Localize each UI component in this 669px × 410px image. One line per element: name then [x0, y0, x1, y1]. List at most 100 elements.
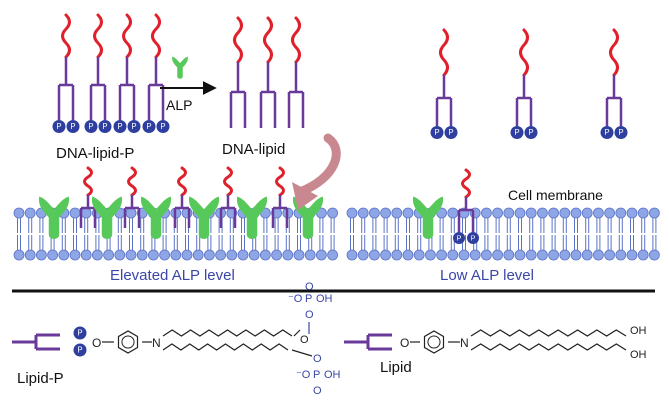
phosphate-label: P [102, 122, 107, 131]
phosphate-bead [524, 126, 538, 139]
dna-strand [291, 16, 301, 64]
atom-o: O [305, 309, 314, 321]
phosphate-label: P [457, 234, 462, 243]
lipid-head [159, 249, 171, 261]
lipid-head [248, 249, 260, 261]
atom-p: P [313, 369, 320, 381]
phosphate-label: P [88, 122, 93, 131]
dna-lipid-probe [271, 166, 289, 228]
lipid-head [69, 249, 81, 261]
label-dna-lipid-p: DNA-lipid-P [56, 145, 134, 162]
lipid-head [346, 249, 358, 261]
label-alp: ALP [166, 97, 192, 113]
dna-strand [519, 28, 529, 77]
lipid-head [391, 207, 403, 219]
lipid-head [604, 249, 615, 261]
dna-strand [122, 13, 132, 59]
lipid-head [391, 249, 403, 261]
lipid-head [80, 249, 92, 261]
dna-strand [83, 166, 93, 197]
lipid-head [368, 207, 380, 219]
enzyme-body [236, 196, 268, 240]
dna-strand [177, 166, 187, 197]
lipid-head [581, 249, 593, 261]
phosphate-label: P [528, 128, 533, 137]
lipid-head [293, 249, 305, 261]
phosphate-bead [614, 126, 628, 139]
lipid-head [469, 249, 481, 261]
lipid-head [649, 249, 660, 261]
lipid-head [357, 249, 369, 261]
lipid-head [69, 207, 81, 219]
lipid-head [548, 249, 559, 261]
enzyme-body [140, 196, 172, 240]
dna-lipid-probe [173, 166, 191, 228]
atom-o: O [305, 281, 314, 293]
phosphate-bead [444, 126, 458, 139]
atom-oh: OH [324, 369, 341, 381]
enzyme-body [412, 196, 444, 240]
phosphate-bead [84, 120, 98, 133]
phosphate-label: P [618, 128, 623, 137]
phosphate-label: P [117, 122, 122, 131]
phosphate-bead [73, 326, 87, 340]
alp-enzyme-icon [188, 196, 220, 240]
lipid-head [215, 249, 227, 261]
lipid-head [402, 249, 414, 261]
alkyl-chain [162, 329, 293, 337]
phosphate-label: P [77, 329, 82, 338]
atom-o-minus: ⁻O [296, 369, 311, 381]
lipid-head [626, 207, 638, 219]
benzene-ring [423, 330, 445, 354]
benzene-ring [117, 330, 139, 354]
atom-o: O [92, 336, 101, 350]
lipid-head [593, 249, 604, 261]
enzyme-body [188, 196, 220, 240]
lipid-head [380, 207, 392, 219]
lipid-head [447, 207, 459, 219]
lipid-head [80, 207, 92, 219]
phosphate-label: P [471, 234, 476, 243]
lipid-head [503, 249, 515, 261]
label-dna-lipid: DNA-lipid [222, 141, 285, 158]
alkyl-chain [470, 343, 627, 351]
atom-oh: OH [630, 325, 647, 337]
lipid-head [424, 249, 436, 261]
phosphate-bead [98, 120, 112, 133]
phosphate-bead [430, 126, 444, 139]
dna-strand [223, 166, 233, 197]
dna-strand [93, 13, 103, 59]
dna-strand [461, 168, 471, 199]
lipid-head [125, 207, 137, 219]
phosphate-bead [142, 120, 156, 133]
phosphate-bead [156, 120, 170, 133]
atom-n: N [460, 336, 469, 350]
lipid-head [537, 207, 548, 219]
bond [293, 329, 301, 337]
caption-low-alp: Low ALP level [440, 267, 534, 284]
lipid-head [304, 249, 316, 261]
phosphate-bead [113, 120, 127, 133]
dna-lipid-probe [219, 166, 237, 228]
phosphate-bead [453, 232, 465, 244]
lipid-head [237, 249, 249, 261]
lipid-head [58, 249, 70, 261]
lipid-head [181, 207, 193, 219]
alp-enzymes [38, 56, 444, 240]
alkyl-chain [470, 329, 627, 337]
phosphate-label: P [160, 122, 165, 131]
phosphate-bead [52, 120, 66, 133]
lipid-head [537, 249, 548, 261]
dna-lipid-probe [79, 166, 97, 228]
lipid-head [13, 249, 25, 261]
phosphate-label: P [70, 122, 75, 131]
lipid-head [203, 249, 215, 261]
alp-enzyme-icon [91, 196, 123, 240]
phosphate-bead [66, 120, 80, 133]
phosphate-bead [127, 120, 141, 133]
